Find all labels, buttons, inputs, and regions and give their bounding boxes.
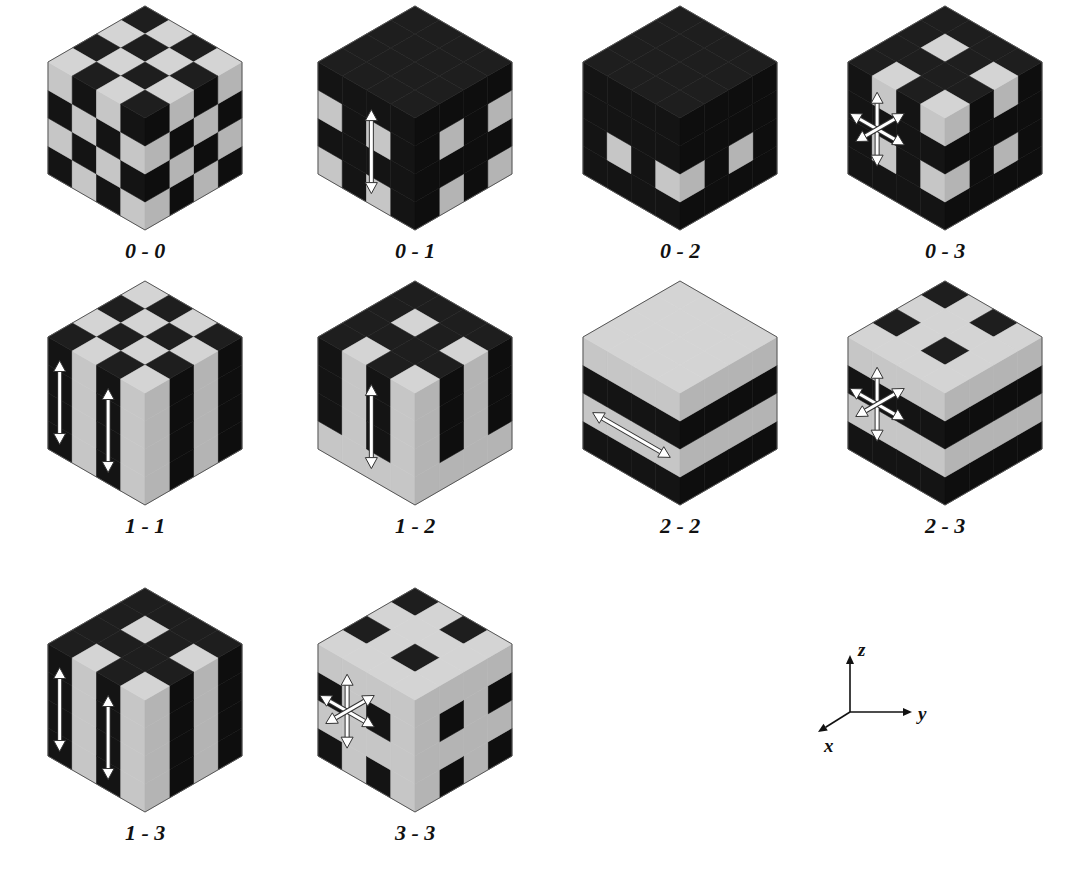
arrow-outline: [57, 679, 62, 741]
cube-caption: 0 - 1: [395, 240, 435, 262]
arrow-shaft: [370, 121, 373, 183]
cube-face-cell: [656, 90, 705, 118]
cube-caption: 1 - 2: [395, 515, 435, 537]
arrow-shaft: [865, 119, 894, 136]
cube-caption: 3 - 3: [395, 822, 435, 844]
arrow-outline: [335, 701, 364, 718]
cube-outline: [48, 588, 242, 812]
cube-outline: [318, 6, 512, 230]
cube-face-cell: [121, 90, 170, 118]
cube-face-cell: [921, 90, 970, 118]
axis-label: y: [918, 704, 926, 723]
arrow-head: [326, 713, 339, 724]
arrow-head: [365, 385, 377, 396]
arrow-head: [658, 447, 671, 458]
arrow-head: [892, 409, 905, 420]
arrow-head: [365, 458, 377, 469]
cube-face-cell: [121, 672, 170, 700]
arrow-head: [871, 92, 883, 103]
arrow-head: [871, 367, 883, 378]
arrow-outline: [57, 372, 62, 434]
arrow-head: [102, 462, 114, 473]
arrow-outline: [865, 119, 894, 136]
arrow-outline: [602, 418, 661, 452]
arrow-outline: [865, 394, 894, 411]
arrow-head: [362, 696, 375, 707]
arrow-head: [850, 389, 863, 400]
arrow-head: [365, 183, 377, 194]
cube-face-cell: [656, 365, 705, 393]
arrow-head: [365, 110, 377, 121]
cube-outline: [48, 281, 242, 505]
arrow-outline: [106, 707, 111, 769]
cube-face-cell: [391, 90, 440, 118]
cube-outline: [318, 281, 512, 505]
axis-line: [849, 664, 851, 712]
arrow-outline: [106, 400, 111, 462]
cube-caption: 2 - 2: [660, 515, 700, 537]
arrow-head: [856, 406, 869, 417]
arrow-outline: [369, 121, 374, 183]
arrow-head: [362, 716, 375, 727]
arrow-head: [54, 361, 66, 372]
cube-outline: [583, 281, 777, 505]
arrow-head: [892, 134, 905, 145]
arrow-shaft: [370, 396, 373, 458]
axis-line: [826, 712, 850, 727]
cube-face-cell: [391, 672, 440, 700]
arrow-head: [892, 389, 905, 400]
arrow-head: [892, 114, 905, 125]
cube-outline: [848, 6, 1042, 230]
arrow-shaft: [865, 394, 894, 411]
cube-face-cell: [121, 365, 170, 393]
cube-outline: [318, 588, 512, 812]
arrow-head: [871, 430, 883, 441]
axis-arrowhead: [846, 655, 854, 664]
arrow-head: [102, 696, 114, 707]
cube-caption: 2 - 3: [925, 515, 965, 537]
arrow-head: [54, 668, 66, 679]
cube-outline: [848, 281, 1042, 505]
arrow-shaft: [58, 372, 61, 434]
arrow-head: [54, 434, 66, 445]
arrow-shaft: [602, 418, 661, 452]
arrow-head: [54, 741, 66, 752]
arrow-head: [341, 674, 353, 685]
cube-outline: [48, 6, 242, 230]
axis-arrowhead: [818, 724, 828, 732]
axis-arrowhead: [903, 708, 912, 716]
arrow-outline: [369, 396, 374, 458]
arrow-shaft: [58, 679, 61, 741]
arrow-head: [341, 737, 353, 748]
cube-face-cell: [921, 365, 970, 393]
arrow-head: [102, 769, 114, 780]
cube-caption: 0 - 0: [125, 240, 165, 262]
arrow-head: [856, 131, 869, 142]
cube-face-cell: [391, 365, 440, 393]
cube-caption: 0 - 3: [925, 240, 965, 262]
cube-caption: 1 - 3: [125, 822, 165, 844]
arrow-head: [850, 114, 863, 125]
axis-line: [850, 711, 903, 713]
cube-outline: [583, 6, 777, 230]
arrow-shaft: [107, 400, 110, 462]
arrow-head: [593, 413, 606, 424]
cube-caption: 1 - 1: [125, 515, 165, 537]
cube-caption: 0 - 2: [660, 240, 700, 262]
arrow-head: [871, 155, 883, 166]
arrow-head: [320, 696, 333, 707]
axis-label: z: [858, 640, 865, 659]
arrow-shaft: [107, 707, 110, 769]
axis-label: x: [824, 736, 834, 755]
arrow-shaft: [335, 701, 364, 718]
arrow-head: [102, 389, 114, 400]
